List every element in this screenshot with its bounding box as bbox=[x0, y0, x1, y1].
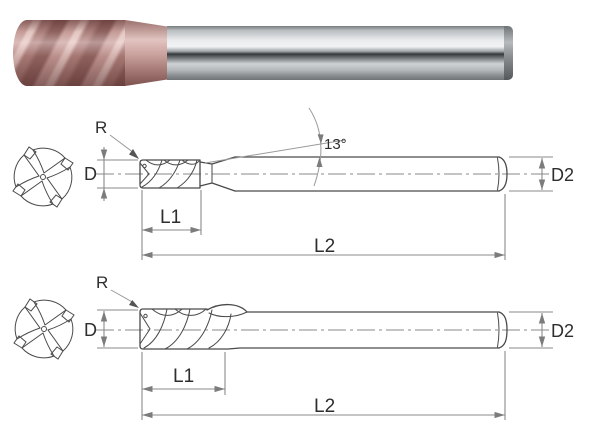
diameter-dimension: D bbox=[84, 309, 138, 349]
shank-diameter-dimension: D2 bbox=[509, 156, 574, 192]
drawing-straight-end-mill: R D L1 L2 bbox=[13, 273, 574, 420]
photo-shank-end bbox=[504, 26, 513, 80]
overall-length-label: L2 bbox=[314, 396, 335, 417]
neck-bottom bbox=[199, 182, 236, 192]
photo-shank bbox=[167, 26, 505, 80]
diameter-dimension: D bbox=[84, 147, 138, 201]
corner-radius-callout: R bbox=[96, 273, 139, 308]
drawing-necked-end-mill: R D 13° L1 bbox=[12, 107, 574, 260]
shank-diameter-label: D2 bbox=[551, 165, 574, 185]
shank-end-cap bbox=[498, 156, 508, 192]
flute-length-dimension: L1 bbox=[141, 190, 202, 260]
flute-length-label: L1 bbox=[160, 207, 181, 228]
end-view-icon bbox=[13, 298, 75, 360]
shank-diameter-label: D2 bbox=[551, 321, 574, 341]
overall-length-dimension: L2 bbox=[142, 194, 506, 260]
radius-label: R bbox=[96, 273, 108, 292]
flute-curves bbox=[139, 159, 200, 189]
shank-end-cap bbox=[498, 311, 508, 349]
neck-angle-annotation: 13° bbox=[204, 107, 347, 187]
corner-radius-callout: R bbox=[95, 118, 139, 159]
tool-outline bbox=[139, 303, 508, 350]
photo-cutting-head bbox=[13, 20, 126, 86]
radius-label: R bbox=[95, 118, 107, 137]
photo-neck-taper bbox=[125, 20, 168, 86]
flute-curves bbox=[139, 308, 232, 350]
flute-length-dimension: L1 bbox=[141, 352, 226, 420]
overall-length-label: L2 bbox=[314, 236, 335, 257]
shank-diameter-dimension: D2 bbox=[509, 311, 574, 349]
flute-crest bbox=[206, 303, 248, 313]
overall-length-dimension: L2 bbox=[142, 351, 506, 420]
end-mill-photo bbox=[0, 0, 600, 100]
end-view-icon bbox=[12, 146, 74, 208]
diameter-label: D bbox=[84, 320, 97, 340]
neck-angle-label: 13° bbox=[324, 136, 347, 153]
flute-length-label: L1 bbox=[173, 366, 194, 387]
diameter-label: D bbox=[84, 164, 97, 184]
leader-arrowhead bbox=[129, 300, 139, 308]
leader-arrowhead bbox=[129, 149, 139, 159]
